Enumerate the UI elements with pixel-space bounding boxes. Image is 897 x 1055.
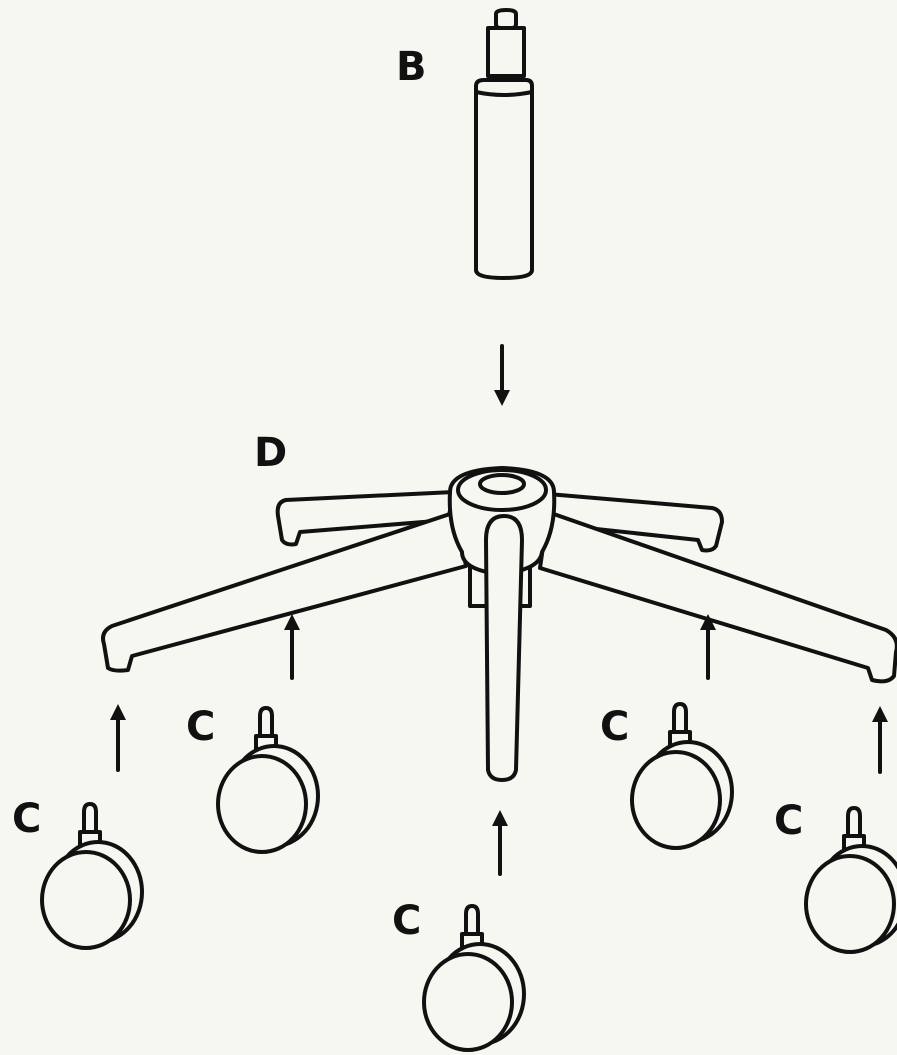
five-star-base: [103, 468, 897, 780]
label-c: C: [600, 704, 629, 750]
caster-wheel-icon: [42, 804, 142, 948]
caster-wheel-icon: [806, 808, 897, 952]
caster-wheel-icon: [218, 708, 318, 852]
label-c: C: [392, 898, 421, 944]
label-c: C: [12, 796, 41, 842]
caster-wheel-icon: [632, 704, 732, 848]
label-b: B: [396, 44, 427, 90]
label-c: C: [774, 798, 803, 844]
label-c: C: [186, 704, 215, 750]
label-d: D: [254, 430, 287, 476]
caster-wheel-icon: [424, 906, 524, 1050]
gas-lift-cylinder: [476, 10, 532, 278]
